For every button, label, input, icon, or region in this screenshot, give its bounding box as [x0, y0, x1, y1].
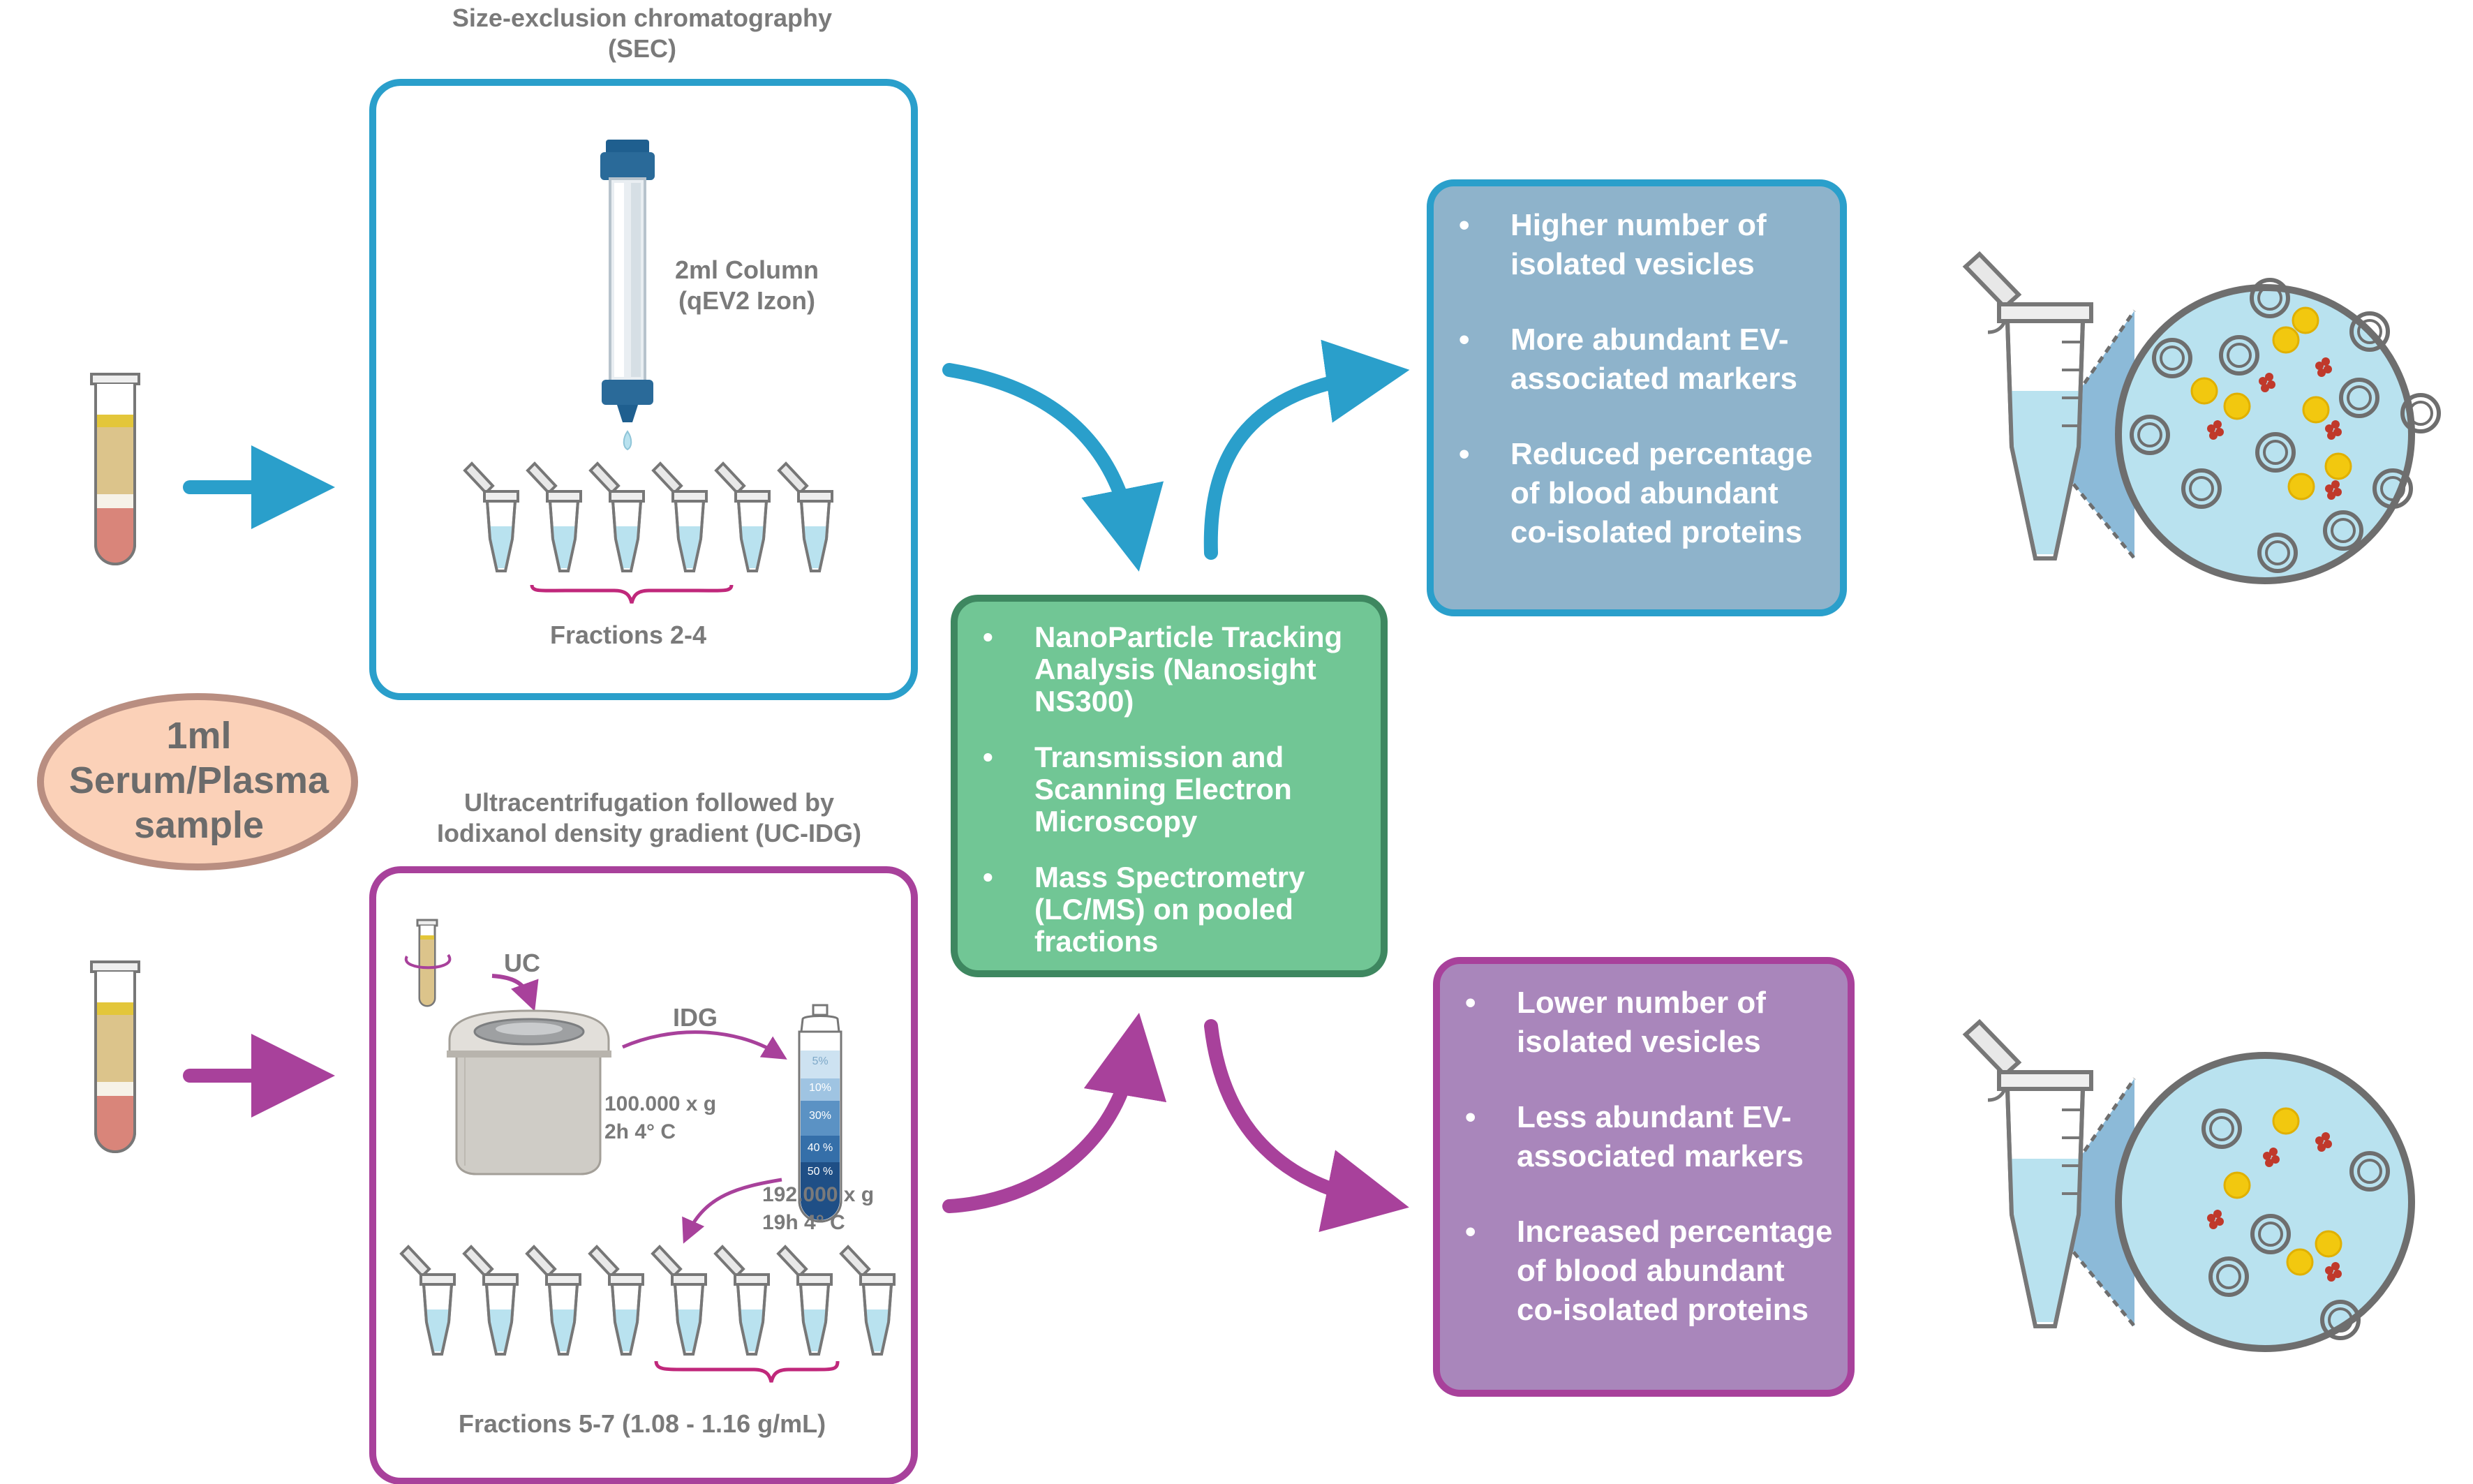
uc-result-item-proteins: Increased percentage of blood abundant c…	[1440, 1212, 1834, 1330]
uc-small-tube-icon	[404, 919, 452, 1007]
blood-tube-uc	[90, 960, 140, 1153]
idg-speed: 192.000 x g	[762, 1183, 875, 1206]
analysis-item-ms: Mass Spectrometry (LC/MS) on pooled frac…	[958, 861, 1353, 958]
uc-result-list: Lower number of isolated vesicles Less a…	[1440, 984, 1834, 1330]
analysis-item-em: Transmission and Scanning Electron Micro…	[958, 741, 1353, 838]
sec-fractions-label: Fractions 2-4	[549, 621, 707, 649]
idg-label: IDG	[673, 1003, 718, 1032]
uc-conditions: 100.000 x g 2h 4° C	[604, 1090, 716, 1146]
sec-title: Size-exclusion chromatography (SEC)	[452, 3, 833, 63]
ucidg-title: Ultracentrifugation followed by Iodixano…	[436, 788, 862, 847]
sec-result-list: Higher number of isolated vesicles More …	[1434, 206, 1819, 552]
gradient-level-2: 10%	[808, 1082, 832, 1094]
uc-result-item-markers: Less abundant EV-associated markers	[1440, 1098, 1834, 1176]
arrow-to-sec-result	[1203, 339, 1410, 560]
centrifuge-icon	[447, 1009, 611, 1175]
uc-arrow	[491, 974, 539, 1011]
idg-time: 19h 4° C	[762, 1211, 845, 1234]
sec-result-box: Higher number of isolated vesicles More …	[1434, 186, 1840, 609]
analysis-box: NanoParticle Tracking Analysis (Nanosigh…	[958, 602, 1381, 970]
gradient-tube-icon	[798, 1004, 842, 1223]
sec-fraction-brace	[530, 584, 734, 604]
gradient-level-1: 5%	[812, 1055, 829, 1067]
ucidg-fractions-label: Fractions 5-7 (1.08 - 1.16 g/mL)	[458, 1409, 826, 1438]
sample-ellipse	[37, 693, 358, 870]
uc-result-box: Lower number of isolated vesicles Less a…	[1440, 964, 1848, 1390]
arrow-sec-to-analysis	[942, 363, 1164, 572]
gradient-level-3: 30%	[808, 1110, 832, 1122]
analysis-item-nta: NanoParticle Tracking Analysis (Nanosigh…	[958, 621, 1353, 718]
sec-result-item-proteins: Reduced percentage of blood abundant co-…	[1434, 435, 1819, 552]
sec-result-item-vesicles: Higher number of isolated vesicles	[1434, 206, 1819, 284]
sec-column-icon	[600, 140, 655, 451]
idg-conditions: 192.000 x g 19h 4° C	[762, 1181, 874, 1237]
blood-tube-sec	[90, 373, 140, 565]
uc-fraction-brace	[654, 1360, 840, 1383]
uc-vesicle-zoom	[1966, 1022, 2415, 1352]
arrow-ucidg-to-analysis	[942, 1012, 1167, 1213]
arrow-to-uc-result	[1204, 1019, 1409, 1233]
sec-column-label: 2ml Column (qEV2 Izon)	[674, 255, 819, 315]
sample-label: 1ml Serum/Plasma sample	[68, 715, 329, 846]
sec-vesicle-zoom	[1966, 254, 2439, 584]
gradient-level-5: 50 %	[807, 1166, 833, 1178]
uc-label: UC	[504, 949, 540, 977]
fraction-arrow	[682, 1178, 782, 1244]
uc-time: 2h 4° C	[604, 1120, 676, 1143]
uc-speed: 100.000 x g	[604, 1092, 717, 1115]
gradient-level-4: 40 %	[807, 1142, 833, 1154]
analysis-list: NanoParticle Tracking Analysis (Nanosigh…	[958, 621, 1353, 958]
sec-result-item-markers: More abundant EV-associated markers	[1434, 320, 1819, 399]
uc-result-item-vesicles: Lower number of isolated vesicles	[1440, 984, 1834, 1062]
idg-arrow	[621, 1030, 787, 1060]
